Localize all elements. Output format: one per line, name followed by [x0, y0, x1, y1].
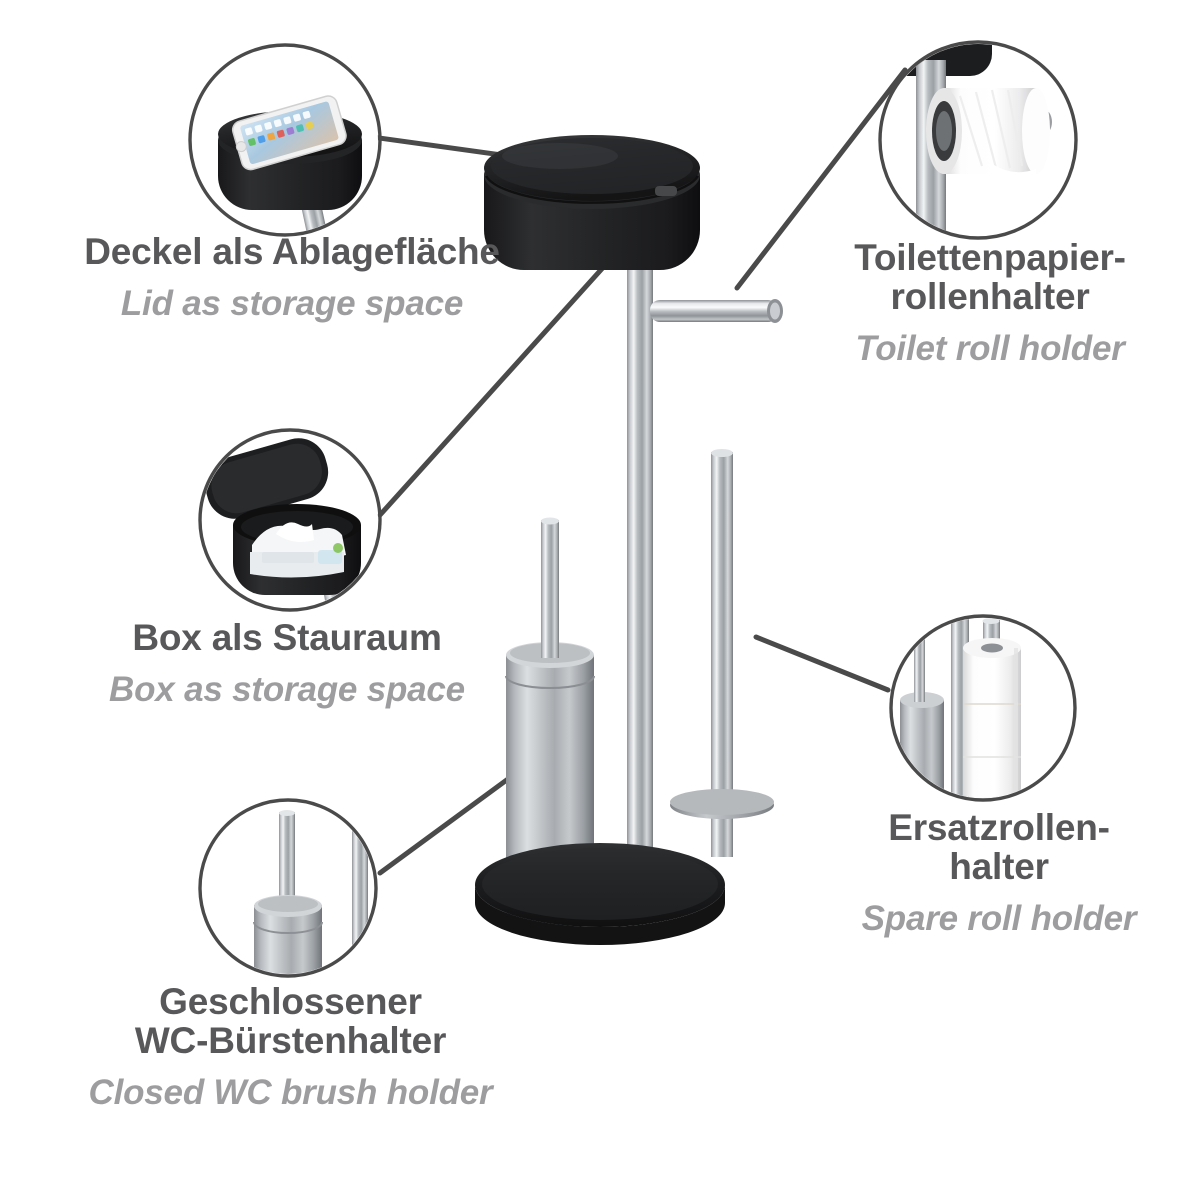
- toilet-paper-roll: [926, 88, 1050, 183]
- label-wc-brush-de: Geschlossener WC-Bürstenhalter: [134, 981, 447, 1062]
- callout-photo-box-storage: [198, 428, 382, 612]
- label-box-storage: Box als Stauraum Box as storage space: [28, 617, 546, 710]
- label-box-storage-de: Box als Stauraum: [132, 617, 442, 658]
- label-spare-roll-holder: Ersatzrollen- halter Spare roll holder: [808, 808, 1190, 938]
- callout-ring-spare-roll-holder: [889, 614, 1077, 802]
- leader-line-spare-roll: [753, 634, 891, 693]
- label-spare-roll-holder-de: Ersatzrollen- halter: [888, 807, 1110, 888]
- smartphone: [231, 95, 347, 171]
- storage-box: [484, 135, 700, 270]
- leader-line-lid: [369, 134, 519, 160]
- leader-line-brush: [377, 776, 511, 876]
- callout-ring-box-storage: [198, 428, 382, 612]
- label-box-storage-en: Box as storage space: [109, 670, 465, 710]
- box-lid-open: [205, 438, 329, 519]
- label-lid-storage-en: Lid as storage space: [120, 284, 464, 324]
- callout-photo-spare-roll-holder: [889, 614, 1077, 802]
- label-lid-storage-de: Deckel als Ablagefläche: [84, 231, 500, 272]
- label-toilet-roll-holder: Toilettenpapier- rollenhalter Toilet rol…: [790, 238, 1190, 368]
- label-toilet-roll-holder-en: Toilet roll holder: [855, 329, 1125, 369]
- label-wc-brush-en: Closed WC brush holder: [88, 1073, 493, 1113]
- base-plate: [475, 843, 725, 945]
- box-latch: [655, 186, 677, 196]
- main-post: [627, 215, 653, 865]
- roll-holder-arm: [650, 299, 783, 323]
- spare-rolls: [963, 638, 1021, 798]
- wc-brush-handle: [541, 520, 559, 658]
- label-spare-roll-holder-en: Spare roll holder: [861, 899, 1137, 939]
- spare-roll-disc: [670, 789, 774, 819]
- label-lid-storage: Deckel als Ablagefläche Lid as storage s…: [18, 231, 566, 324]
- spare-roll-post: [711, 449, 733, 857]
- callout-photo-toilet-roll-holder: [878, 40, 1078, 240]
- callout-photo-lid-storage: [188, 43, 382, 237]
- leader-lines: [369, 67, 908, 876]
- wet-wipes-pack: [250, 522, 346, 578]
- product-assembly: [475, 135, 783, 945]
- label-toilet-roll-holder-de: Toilettenpapier- rollenhalter: [854, 237, 1126, 318]
- callout-ring-toilet-roll-holder: [878, 40, 1078, 240]
- leader-line-roll-holder: [734, 67, 908, 291]
- callout-ring-lid-storage: [188, 43, 382, 237]
- label-wc-brush: Geschlossener WC-Bürstenhalter Closed WC…: [18, 982, 563, 1112]
- leader-line-box: [377, 249, 620, 518]
- callout-ring-wc-brush: [198, 798, 378, 978]
- callout-photo-wc-brush: [198, 798, 378, 978]
